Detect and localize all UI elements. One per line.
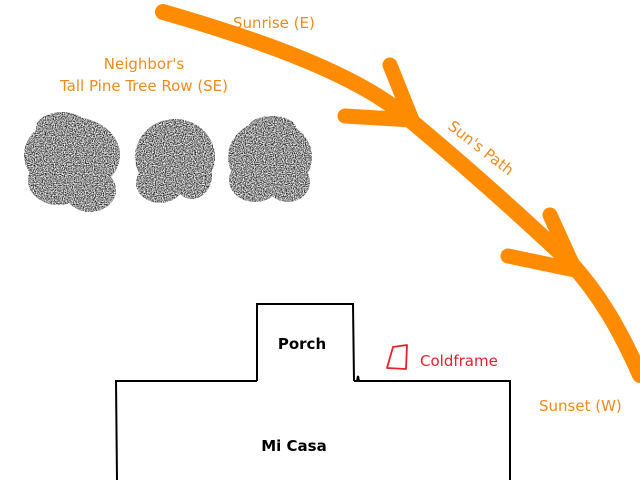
porch-outline bbox=[256, 303, 355, 382]
sun-path-arrow bbox=[155, 4, 640, 383]
sun-path-line bbox=[155, 4, 640, 383]
sun-path-arrowhead-2 bbox=[500, 207, 583, 278]
pine-tree-1 bbox=[24, 112, 120, 212]
sun-path-arrowhead-1 bbox=[337, 57, 420, 128]
house-outline bbox=[114, 375, 511, 480]
pine-tree-2 bbox=[135, 119, 215, 203]
house: Mi Casa bbox=[114, 375, 511, 480]
house-label: Mi Casa bbox=[261, 437, 326, 455]
coldframe-icon bbox=[386, 344, 408, 370]
sunrise-label: Sunrise (E) bbox=[233, 14, 315, 32]
trees-label-line1: Neighbor's bbox=[104, 55, 185, 73]
porch: Porch bbox=[256, 303, 355, 382]
coldframe: Coldframe bbox=[386, 344, 498, 370]
pine-tree-row bbox=[24, 112, 312, 212]
porch-label: Porch bbox=[278, 335, 326, 353]
sunset-label: Sunset (W) bbox=[539, 397, 622, 415]
coldframe-label: Coldframe bbox=[420, 352, 498, 370]
pine-tree-3 bbox=[228, 116, 312, 202]
trees-label-line2: Tall Pine Tree Row (SE) bbox=[59, 77, 228, 95]
